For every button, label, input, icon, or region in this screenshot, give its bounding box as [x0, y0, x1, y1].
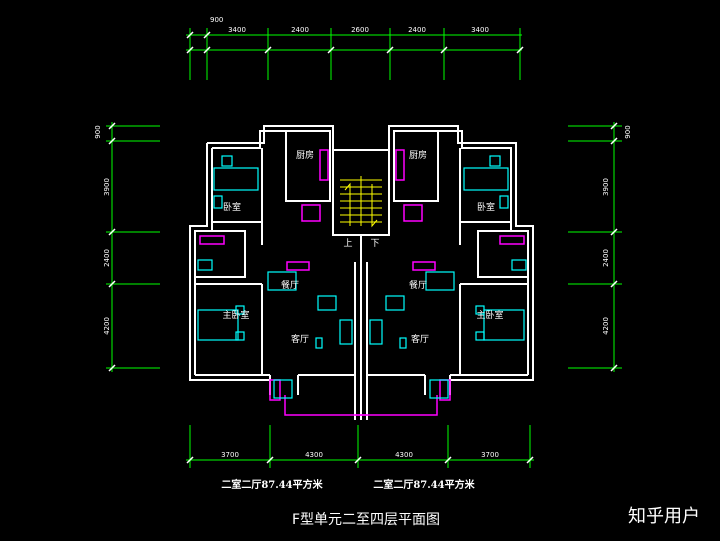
stair-label-down: 下 [370, 239, 379, 249]
dim-top-3: 2600 [351, 26, 369, 34]
room-label-master-right: 主卧室 [476, 309, 503, 321]
walls [189, 125, 534, 420]
dim-left-1: 3900 [103, 178, 111, 196]
dim-top-5: 3400 [471, 26, 489, 34]
room-label-living-right: 客厅 [411, 333, 429, 345]
dimension-ticks [108, 31, 618, 464]
room-label-bedroom-left: 卧室 [223, 201, 241, 213]
room-label-master-left: 主卧室 [222, 309, 249, 321]
drawing-title: F型单元二至四层平面图 [292, 512, 440, 528]
dim-top-small: 900 [210, 16, 223, 24]
dim-right-1: 3900 [602, 178, 610, 196]
room-label-living-left: 客厅 [291, 333, 309, 345]
dim-bottom-1: 3700 [221, 451, 239, 459]
room-label-bedroom-right: 卧室 [477, 201, 495, 213]
dim-left-2: 2400 [103, 249, 111, 267]
dim-bottom-3: 4300 [395, 451, 413, 459]
stair-lines [340, 176, 382, 228]
unit-area-caption-right: 二室二厅87.44平方米 [373, 478, 475, 491]
dim-bottom-2: 4300 [305, 451, 323, 459]
room-label-dining-left: 餐厅 [281, 279, 299, 291]
room-label-dining-right: 餐厅 [409, 279, 427, 291]
dim-top-2: 2400 [291, 26, 309, 34]
room-label-kitchen-left: 厨房 [296, 149, 314, 161]
watermark-text: 知乎用户 [628, 506, 700, 527]
room-labels: 厨房 厨房 卧室 卧室 上 下 餐厅 餐厅 主卧室 主卧室 客厅 客厅 [222, 149, 503, 345]
dim-bottom-4: 3700 [481, 451, 499, 459]
dim-left-small: 900 [94, 125, 102, 138]
stair-label-up: 上 [343, 238, 352, 249]
dimension-lines [106, 28, 622, 468]
room-label-kitchen-right: 厨房 [409, 149, 427, 161]
fixtures [199, 149, 525, 416]
furniture [197, 155, 527, 399]
dim-top-4: 2400 [408, 26, 426, 34]
dim-right-3: 4200 [602, 317, 610, 335]
dimension-labels: 900 3400 2400 2600 2400 3400 3700 4300 4… [94, 16, 632, 459]
dim-right-small: 900 [624, 125, 632, 138]
dim-right-2: 2400 [602, 249, 610, 267]
unit-area-caption-left: 二室二厅87.44平方米 [221, 478, 323, 491]
dim-left-3: 4200 [103, 317, 111, 335]
dim-top-1: 3400 [228, 26, 246, 34]
